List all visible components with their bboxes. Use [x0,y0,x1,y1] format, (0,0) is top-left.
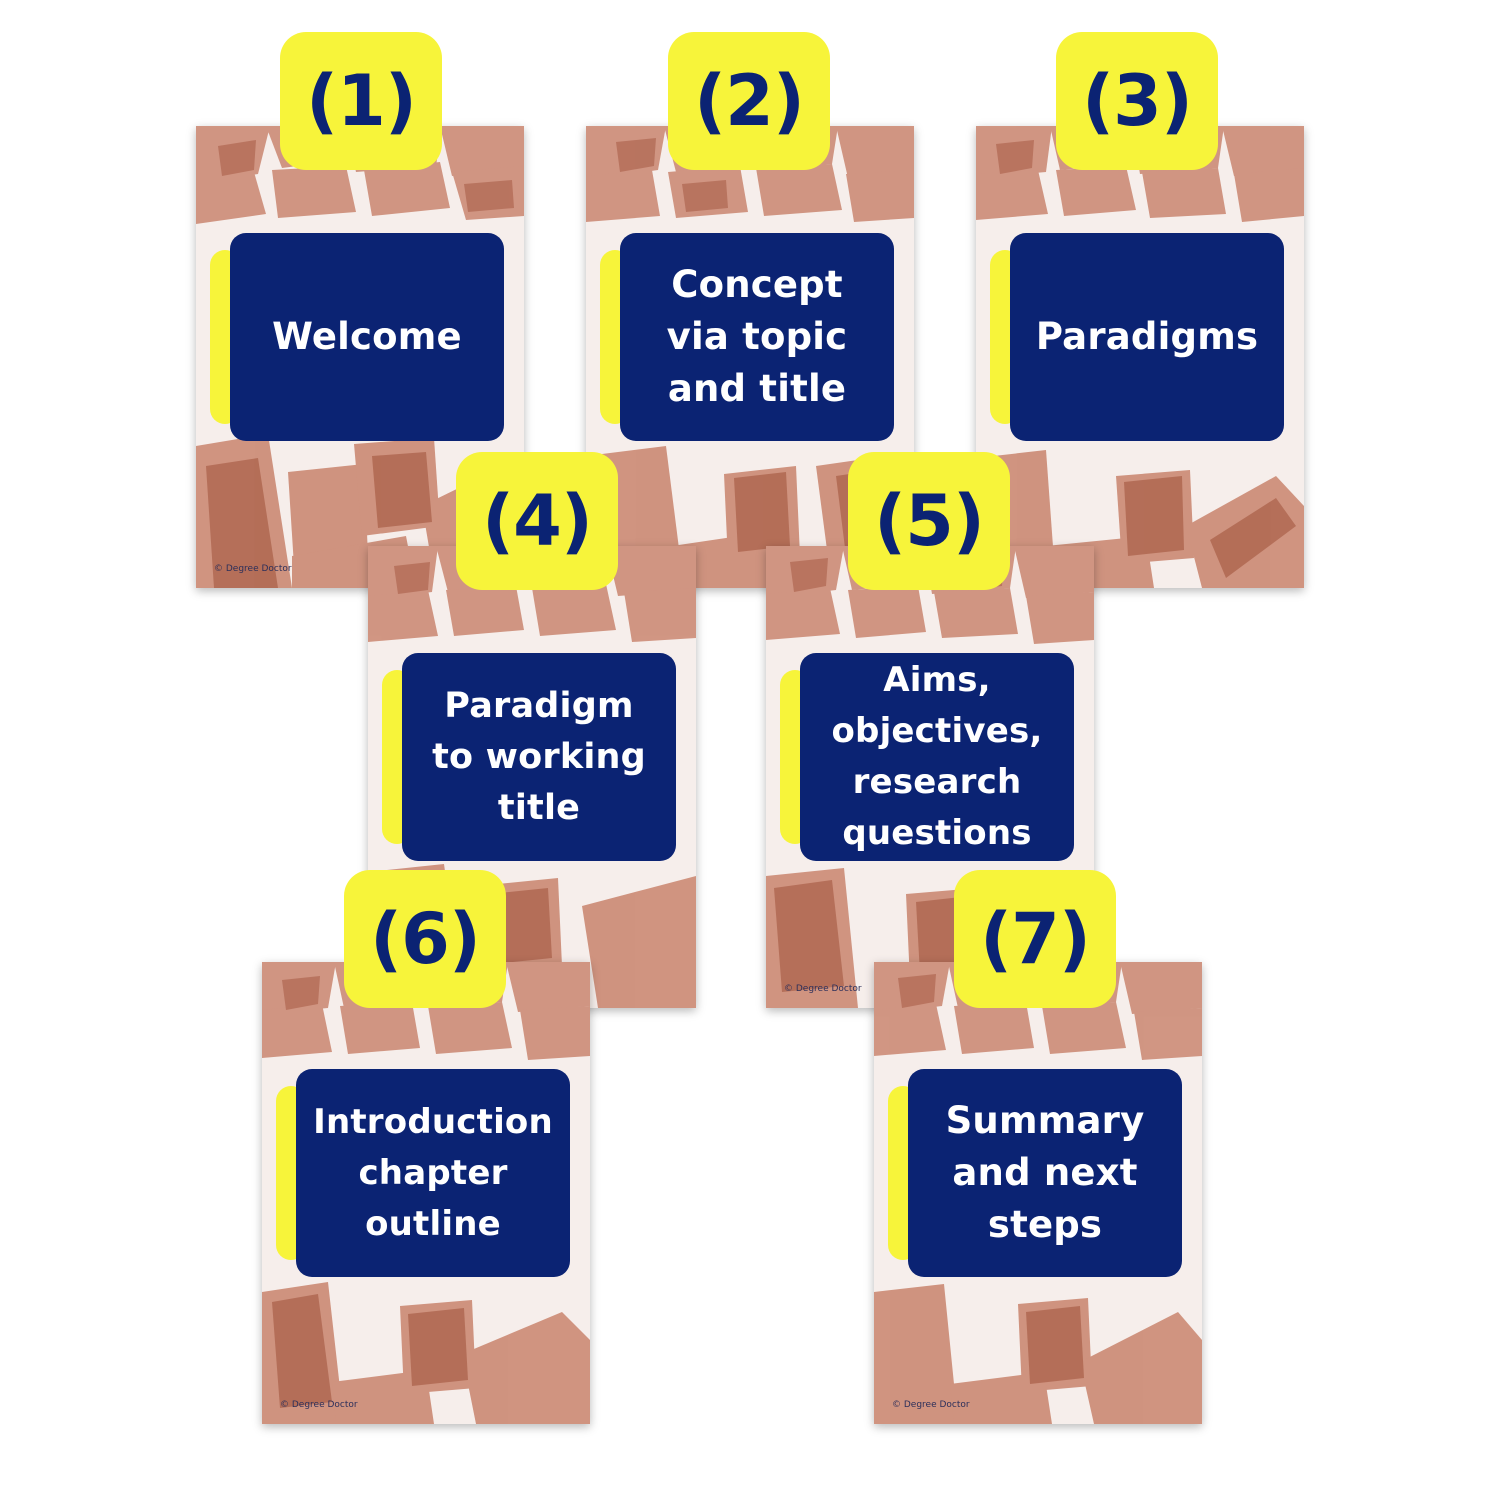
slide-title-panel: Paradigm to working title [402,653,676,861]
slide-title: Welcome [272,315,462,358]
slide-title: Concept via topic and title [666,263,848,410]
slide-title-panel: Summary and next steps [908,1069,1182,1277]
slide-card-7[interactable]: Summary and next steps © Degree Doctor [874,962,1202,1424]
slide-number-badge-2: (2) [668,32,830,170]
slide-card-1[interactable]: Welcome © Degree Doctor [196,126,524,588]
slide-title-panel: Concept via topic and title [620,233,894,441]
slide-number: (2) [694,60,805,142]
slide-card-6[interactable]: Introduction chapter outline © Degree Do… [262,962,590,1424]
slide-title: Paradigm to working title [432,685,646,828]
slide-number-badge-3: (3) [1056,32,1218,170]
slide-number: (6) [370,898,481,980]
slide-number-badge-1: (1) [280,32,442,170]
slide-number-badge-4: (4) [456,452,618,590]
slide-number: (7) [980,898,1091,980]
slide-number: (1) [306,60,417,142]
slide-number: (4) [482,480,593,562]
slide-title-panel: Aims, objectives, research questions [800,653,1074,861]
copyright-notice: © Degree Doctor [214,564,292,574]
slide-title: Summary and next steps [945,1099,1145,1246]
slide-card-3[interactable]: Paradigms [976,126,1304,588]
slide-number-badge-7: (7) [954,870,1116,1008]
copyright-notice: © Degree Doctor [280,1400,358,1410]
slide-title: Aims, objectives, research questions [831,660,1043,853]
slide-number: (3) [1082,60,1193,142]
slide-title-panel: Welcome [230,233,504,441]
slide-card-5[interactable]: Aims, objectives, research questions © D… [766,546,1094,1008]
slide-title: Introduction chapter outline [313,1101,553,1244]
slide-title-panel: Introduction chapter outline [296,1069,570,1277]
copyright-notice: © Degree Doctor [784,984,862,994]
slide-number: (5) [874,480,985,562]
copyright-notice: © Degree Doctor [892,1400,970,1410]
slide-title: Paradigms [1035,315,1259,358]
slide-number-badge-6: (6) [344,870,506,1008]
slide-number-badge-5: (5) [848,452,1010,590]
slide-title-panel: Paradigms [1010,233,1284,441]
